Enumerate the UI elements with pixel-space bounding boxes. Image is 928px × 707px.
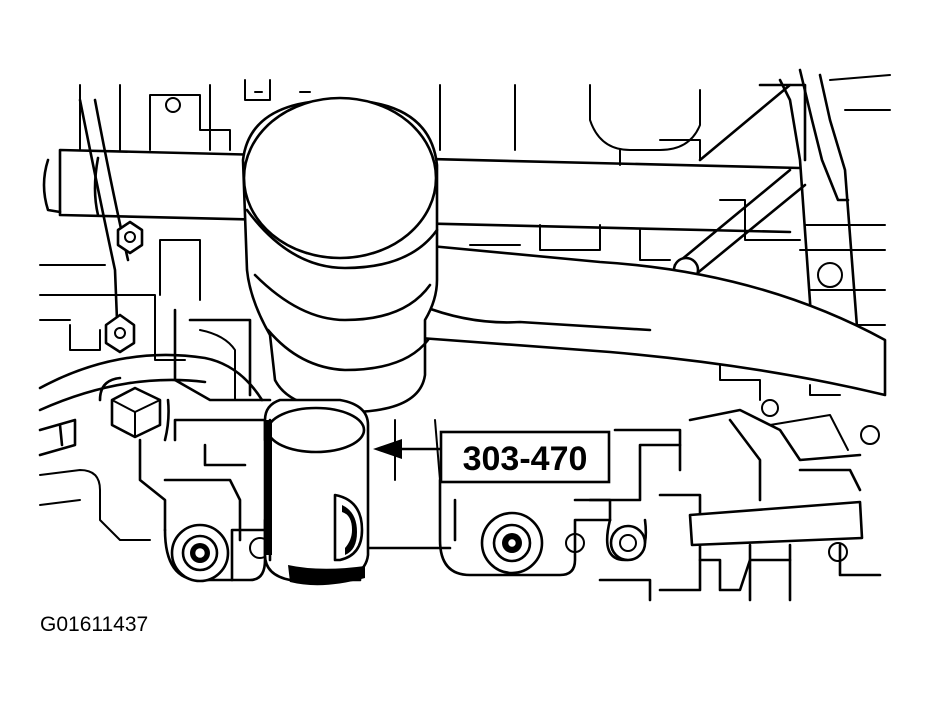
engine-block: [38, 68, 891, 602]
callout-arrowhead-icon: [373, 439, 402, 459]
upper-bolt-icon: [116, 220, 144, 255]
large-hex-bolt-icon: [110, 386, 162, 439]
middle-bolt-icon: [104, 313, 136, 354]
hammer-icon: [241, 96, 887, 414]
tool-number-label: 303-470: [463, 440, 588, 478]
callout-box: [439, 430, 611, 484]
figure-id-label: G01611437: [40, 613, 148, 636]
special-tool-icon: [263, 398, 370, 586]
tool-callout: 303-470: [373, 430, 611, 484]
